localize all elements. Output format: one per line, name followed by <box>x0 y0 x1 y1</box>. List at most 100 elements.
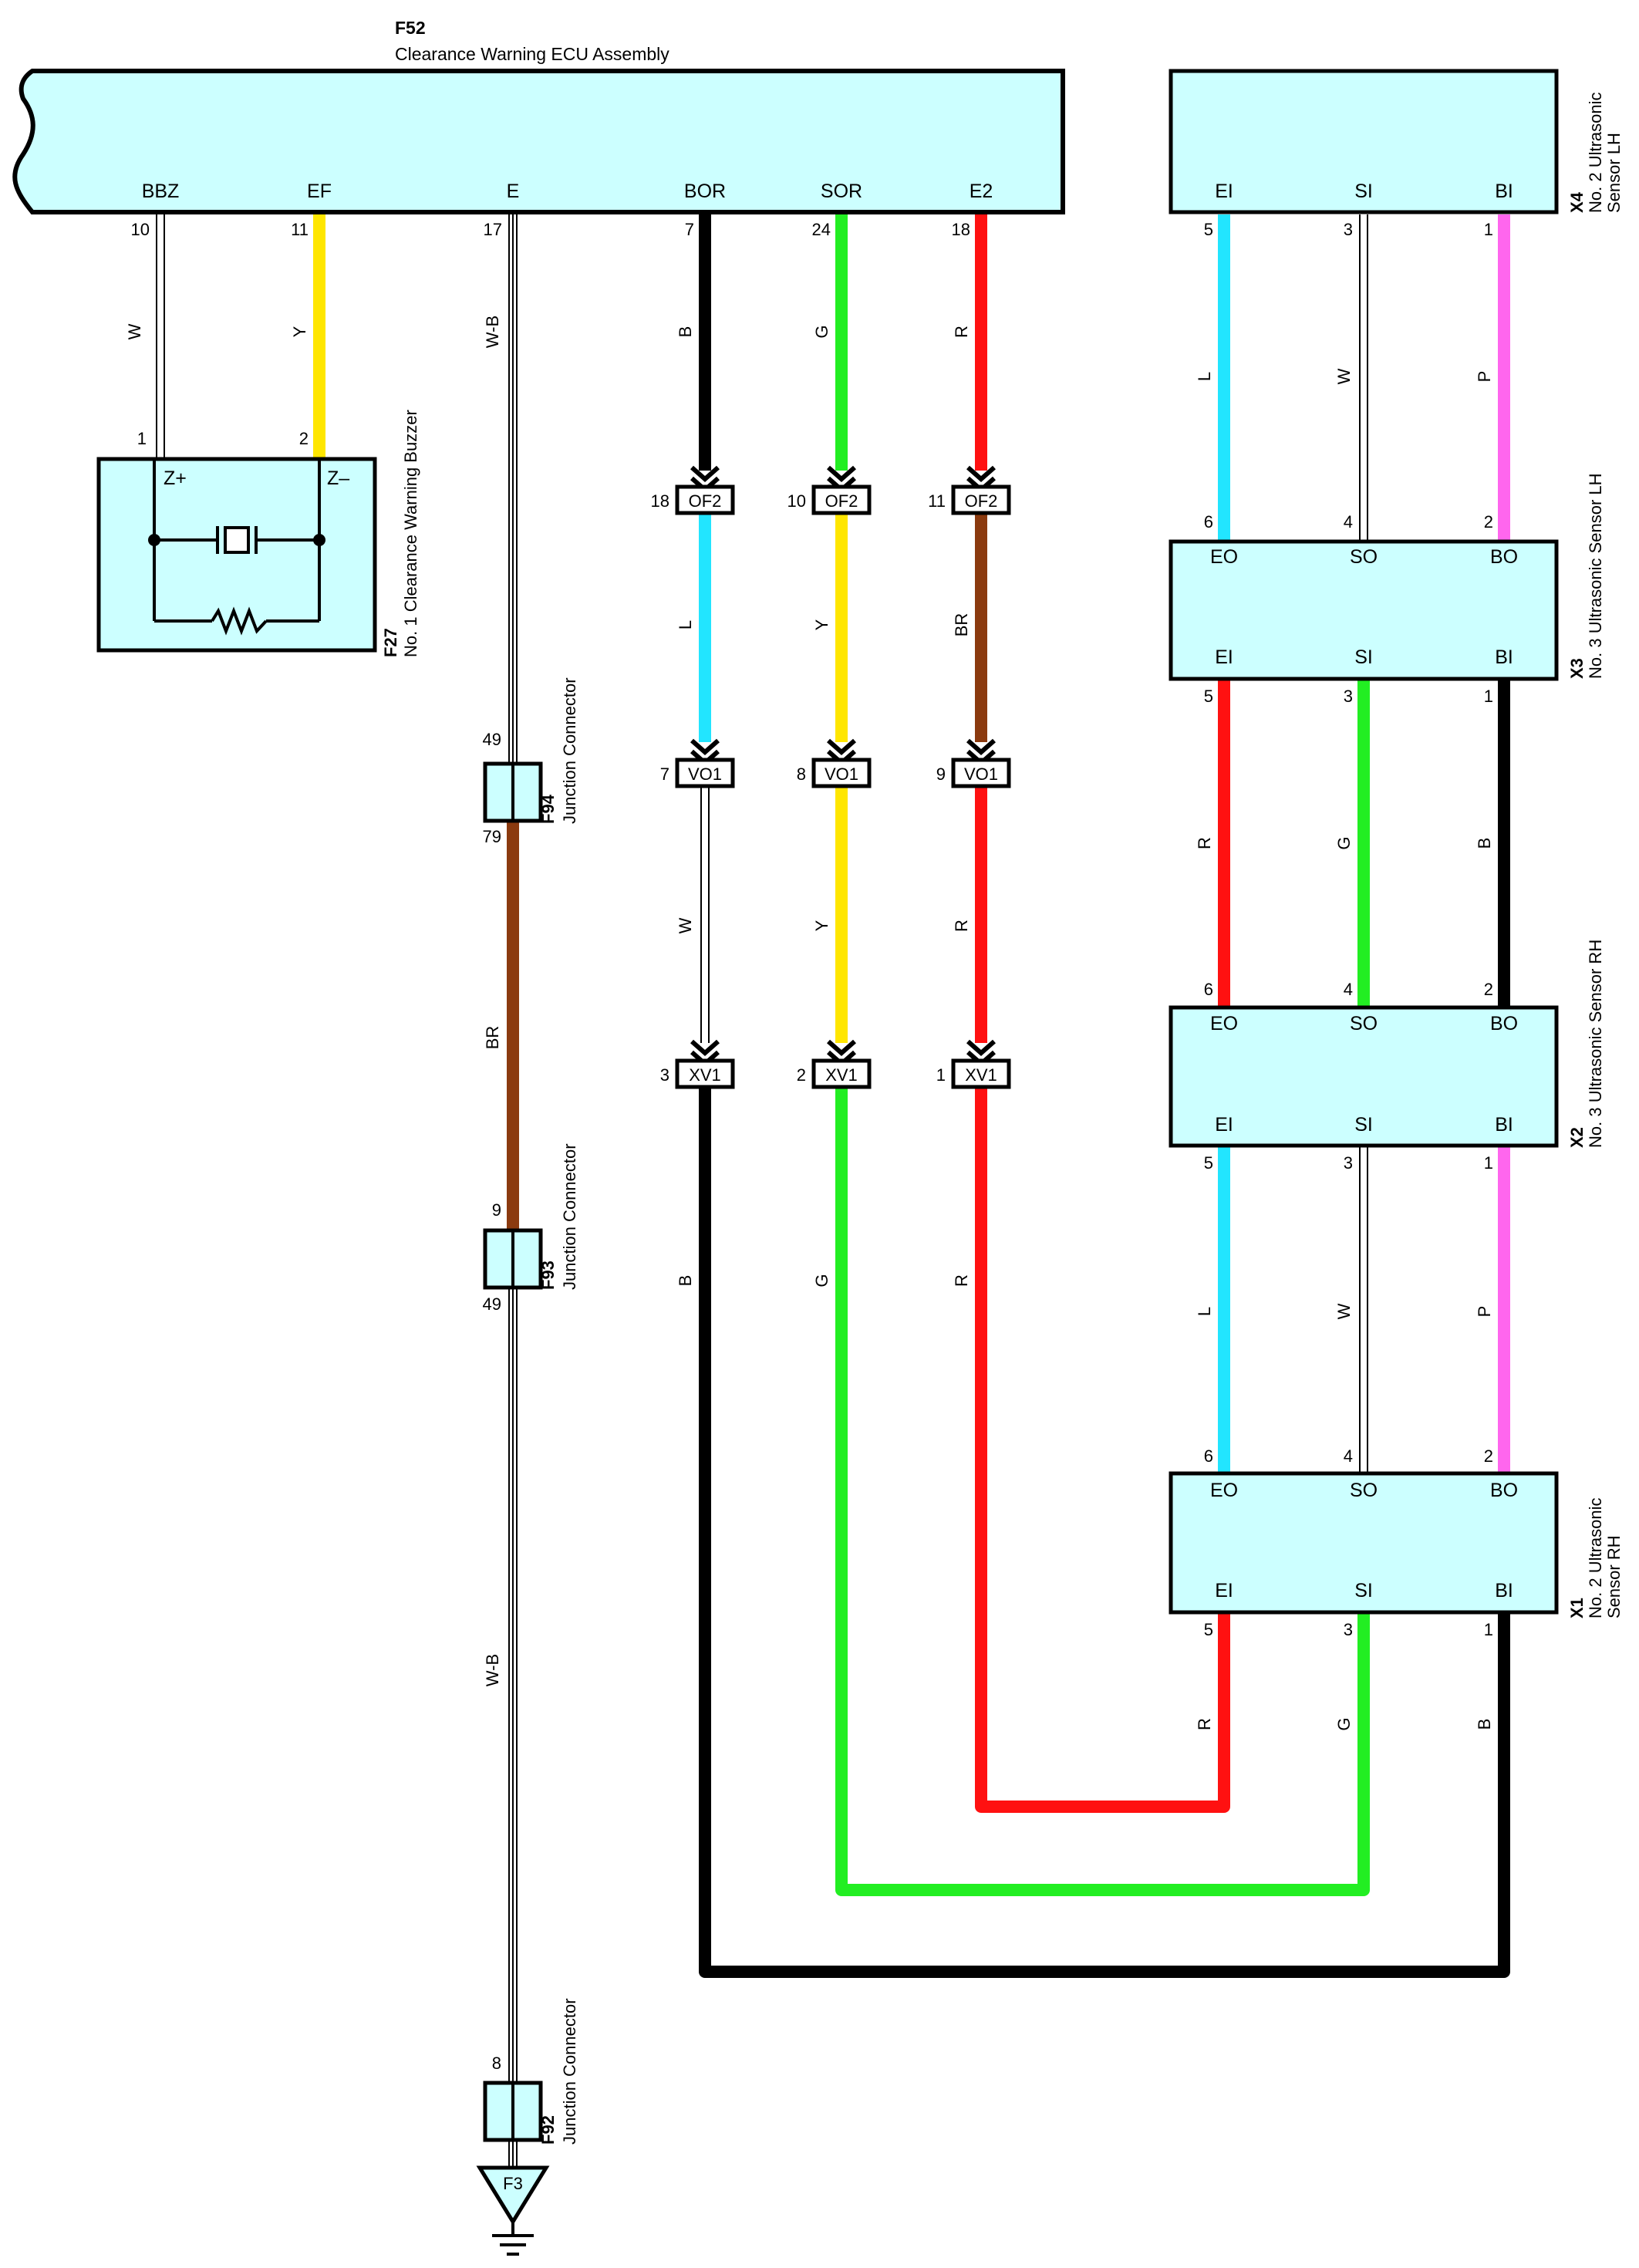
x3-id: X3 <box>1567 658 1587 679</box>
ecu-pin-e2: 18 <box>952 220 970 239</box>
connector-vo1-sor-label: VO1 <box>825 764 858 784</box>
connector-of2-sor-label: OF2 <box>825 491 858 511</box>
x1-terminal-in-0: EI <box>1215 1580 1233 1601</box>
x1-name-1: No. 2 Ultrasonic <box>1586 1497 1605 1618</box>
ecu-terminal-ef: EF <box>307 181 332 202</box>
buzzer-terminal-zplus: Z+ <box>164 467 187 489</box>
x2-pin-in-0: 5 <box>1204 1153 1213 1173</box>
connector-of2-e2-pin: 11 <box>928 491 946 511</box>
x2-pin-out-2: 2 <box>1484 980 1493 999</box>
x3-pin-out-0: 6 <box>1204 512 1213 532</box>
connector-vo1-sor-pin: 8 <box>797 764 806 784</box>
connector-of2-bor-pin: 18 <box>651 491 669 511</box>
x3-pin-in-2: 1 <box>1484 687 1493 706</box>
sensor-x3 <box>1169 539 1559 681</box>
wire-loop-red <box>975 1082 1230 1813</box>
wire-label-vo1-xv1-e2: R <box>952 920 971 932</box>
wire-label-x1-down-2: B <box>1475 1719 1494 1730</box>
x2-id: X2 <box>1567 1127 1587 1148</box>
wire-label-of2-vo1-sor: Y <box>812 619 831 630</box>
x3-terminal-in-0: EI <box>1215 646 1233 668</box>
f92-name: Junction Connector <box>560 1998 579 2145</box>
sensor-x2 <box>1169 1005 1559 1148</box>
x1-pin-out-1: 4 <box>1344 1446 1353 1466</box>
wire-label-vo1-xv1-bor: W <box>676 917 695 933</box>
connector-vo1-sor <box>811 758 872 788</box>
wire-label-e2: R <box>952 326 971 338</box>
x1-terminal-out-1: SO <box>1350 1480 1378 1501</box>
buzzer-pin-2: 2 <box>299 429 309 448</box>
wire-label-of2-vo1-bor: L <box>676 620 695 629</box>
wire-label-bbz: W <box>125 323 144 339</box>
ecu-pin-bbz: 10 <box>131 220 150 239</box>
wire-label-x3-x2-0: R <box>1195 837 1214 849</box>
x2-terminal-in-1: SI <box>1354 1114 1373 1136</box>
wire-label-x4-x3-0: L <box>1195 372 1214 381</box>
wire-label-br-junction: BR <box>483 1026 502 1050</box>
buzzer-pin-1: 1 <box>137 429 147 448</box>
ecu-pin-sor: 24 <box>812 220 831 239</box>
sensor-x1 <box>1169 1471 1559 1615</box>
wire-label-x3-x2-1: G <box>1334 836 1354 849</box>
ecu-pin-e: 17 <box>484 220 502 239</box>
f94-pin-bottom: 79 <box>483 827 501 846</box>
f93-id: F93 <box>538 1261 558 1290</box>
connector-xv1-e2-label: XV1 <box>965 1065 997 1085</box>
x3-pin-in-0: 5 <box>1204 687 1213 706</box>
sensor-x4 <box>1169 69 1559 214</box>
connector-of2-sor-pin: 10 <box>787 491 806 511</box>
buzzer-id: F27 <box>381 628 400 657</box>
x3-terminal-out-2: BO <box>1490 546 1518 568</box>
f93-pin-bottom: 49 <box>483 1294 501 1314</box>
buzzer-symbol <box>148 459 325 636</box>
x2-pin-in-1: 3 <box>1344 1153 1353 1173</box>
connector-xv1-sor <box>811 1058 872 1089</box>
wire-label-x2-x1-1: W <box>1334 1303 1354 1319</box>
ecu-terminal-bor: BOR <box>684 181 726 202</box>
x3-name: No. 3 Ultrasonic Sensor LH <box>1586 473 1605 679</box>
wire-label-xv1-down-sor: G <box>812 1274 831 1287</box>
x1-pin-in-2: 1 <box>1484 1620 1493 1639</box>
wire-label-bor: B <box>676 326 695 338</box>
wire-label-x2-x1-0: L <box>1195 1307 1214 1316</box>
x1-name-2: Sensor RH <box>1604 1535 1624 1618</box>
buzzer-name: No. 1 Clearance Warning Buzzer <box>401 410 420 657</box>
connector-of2-e2 <box>951 484 1011 515</box>
x4-terminal-0: EI <box>1215 181 1233 202</box>
connector-xv1-e2-pin: 1 <box>936 1065 946 1085</box>
wire-label-e-top: W-B <box>483 316 502 348</box>
x1-terminal-out-0: EO <box>1210 1480 1238 1501</box>
x2-terminal-out-0: EO <box>1210 1013 1238 1034</box>
x1-id: X1 <box>1567 1598 1587 1618</box>
wire-label-sor: G <box>812 325 831 338</box>
x4-terminal-2: BI <box>1495 181 1513 202</box>
connector-vo1-bor-pin: 7 <box>660 764 669 784</box>
wire-loop-green <box>835 1082 1370 1896</box>
connector-of2-bor <box>675 484 735 515</box>
wire-label-x1-down-0: R <box>1195 1718 1214 1730</box>
ecu-terminal-e2: E2 <box>970 181 993 202</box>
ecu-name: Clearance Warning ECU Assembly <box>395 44 669 64</box>
x4-id: X4 <box>1567 191 1587 213</box>
ecu-terminal-sor: SOR <box>821 181 862 202</box>
f93-name: Junction Connector <box>560 1143 579 1290</box>
x1-terminal-out-2: BO <box>1490 1480 1518 1501</box>
x4-name-2: Sensor LH <box>1604 133 1624 213</box>
connector-xv1-bor-label: XV1 <box>689 1065 721 1085</box>
f94-pin-top: 49 <box>483 730 501 749</box>
wire-label-xv1-down-e2: R <box>952 1274 971 1287</box>
f93-pin-top: 9 <box>492 1200 501 1220</box>
x2-terminal-out-2: BO <box>1490 1013 1518 1034</box>
wire-loop-black <box>699 1082 1510 1978</box>
wire-label-of2-vo1-e2: BR <box>952 613 971 637</box>
connector-vo1-e2-label: VO1 <box>964 764 998 784</box>
resistor-icon <box>211 606 268 636</box>
connector-xv1-bor <box>675 1058 735 1089</box>
connector-vo1-bor-label: VO1 <box>688 764 722 784</box>
ecu-terminal-e: E <box>507 181 520 202</box>
x1-pin-out-0: 6 <box>1204 1446 1213 1466</box>
wire-label-ef: Y <box>290 326 309 337</box>
x3-terminal-out-1: SO <box>1350 546 1378 568</box>
x1-terminal-in-1: SI <box>1354 1580 1373 1601</box>
ecu-box <box>12 69 1065 214</box>
